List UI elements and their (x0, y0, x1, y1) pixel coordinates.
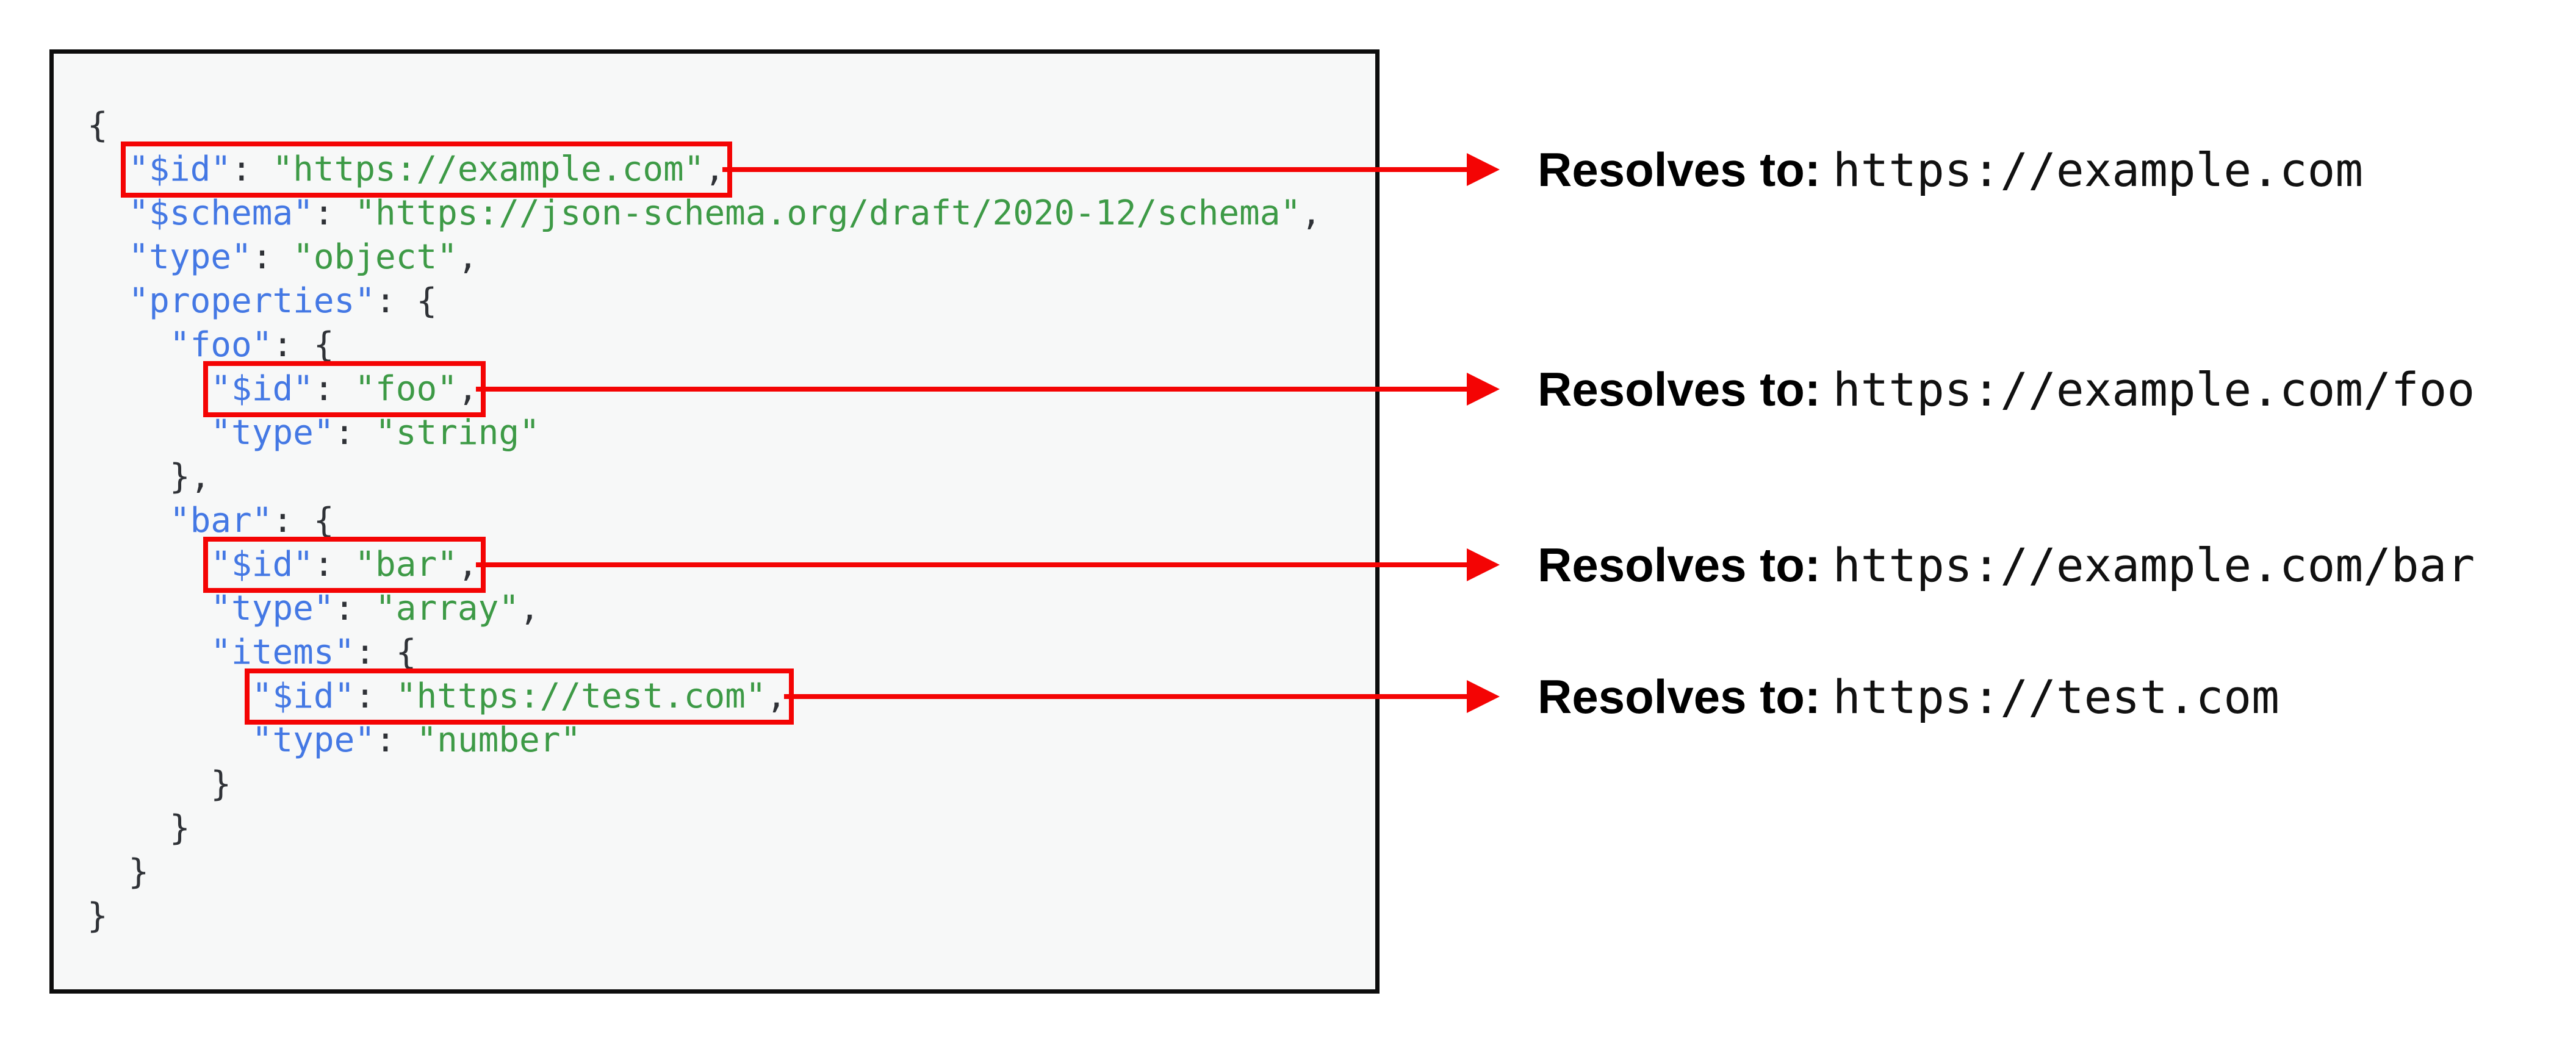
resolves-to-label: Resolves to: (1538, 669, 1821, 723)
code-line: "$id": "foo", (210, 369, 478, 409)
code-line: "type": "array", (210, 589, 540, 628)
code-line: "bar": { (169, 501, 334, 540)
arrow-line-items (784, 694, 1468, 699)
highlight-box-foo-id (203, 361, 486, 417)
code-line: "type": "object", (128, 237, 478, 277)
resolves-to-label: Resolves to: (1538, 537, 1821, 592)
resolved-url: https://example.com (1832, 142, 2364, 197)
code-line: { (87, 106, 108, 145)
highlight-box-root-id (121, 142, 733, 198)
code-line: "foo": { (169, 325, 334, 365)
resolve-row: Resolves to: https://example.com/foo (1538, 359, 2475, 420)
code-line: "type": "string" (210, 413, 540, 453)
arrow-line-foo (475, 387, 1468, 392)
code-line: "$schema": "https://json-schema.org/draf… (128, 193, 1322, 233)
arrow-line-root (722, 167, 1468, 172)
resolved-url: https://example.com/foo (1832, 362, 2475, 417)
resolves-to-label: Resolves to: (1538, 362, 1821, 416)
code-line: "items": { (210, 633, 417, 672)
resolve-row: Resolves to: https://test.com (1538, 666, 2279, 727)
arrowhead-right-icon (1467, 153, 1500, 186)
highlight-box-bar-id (203, 537, 486, 593)
code-line: "$id": "bar", (210, 545, 478, 584)
arrowhead-right-icon (1467, 680, 1500, 713)
resolves-to-label: Resolves to: (1538, 142, 1821, 196)
resolve-row: Resolves to: https://example.com (1538, 139, 2363, 200)
code-line: } (87, 808, 190, 848)
code-line: "$id": "https://example.com", (128, 149, 725, 189)
arrowhead-right-icon (1467, 373, 1500, 406)
resolved-url: https://test.com (1832, 669, 2279, 724)
arrowhead-right-icon (1467, 548, 1500, 581)
code-line: } (87, 764, 232, 804)
resolved-url: https://example.com/bar (1832, 537, 2475, 592)
code-line: "properties": { (128, 281, 437, 321)
json-code-block: { "$id": "https://example.com", "$schema… (87, 104, 1322, 938)
code-line: "$id": "https://test.com", (251, 676, 787, 716)
code-line: } (87, 896, 108, 936)
arrow-line-bar (475, 562, 1468, 567)
code-line: } (87, 852, 149, 892)
code-panel (49, 49, 1380, 994)
code-line: }, (87, 457, 211, 496)
highlight-box-items-id (244, 668, 794, 725)
code-line: "type": "number" (251, 720, 581, 760)
resolve-row: Resolves to: https://example.com/bar (1538, 534, 2475, 595)
